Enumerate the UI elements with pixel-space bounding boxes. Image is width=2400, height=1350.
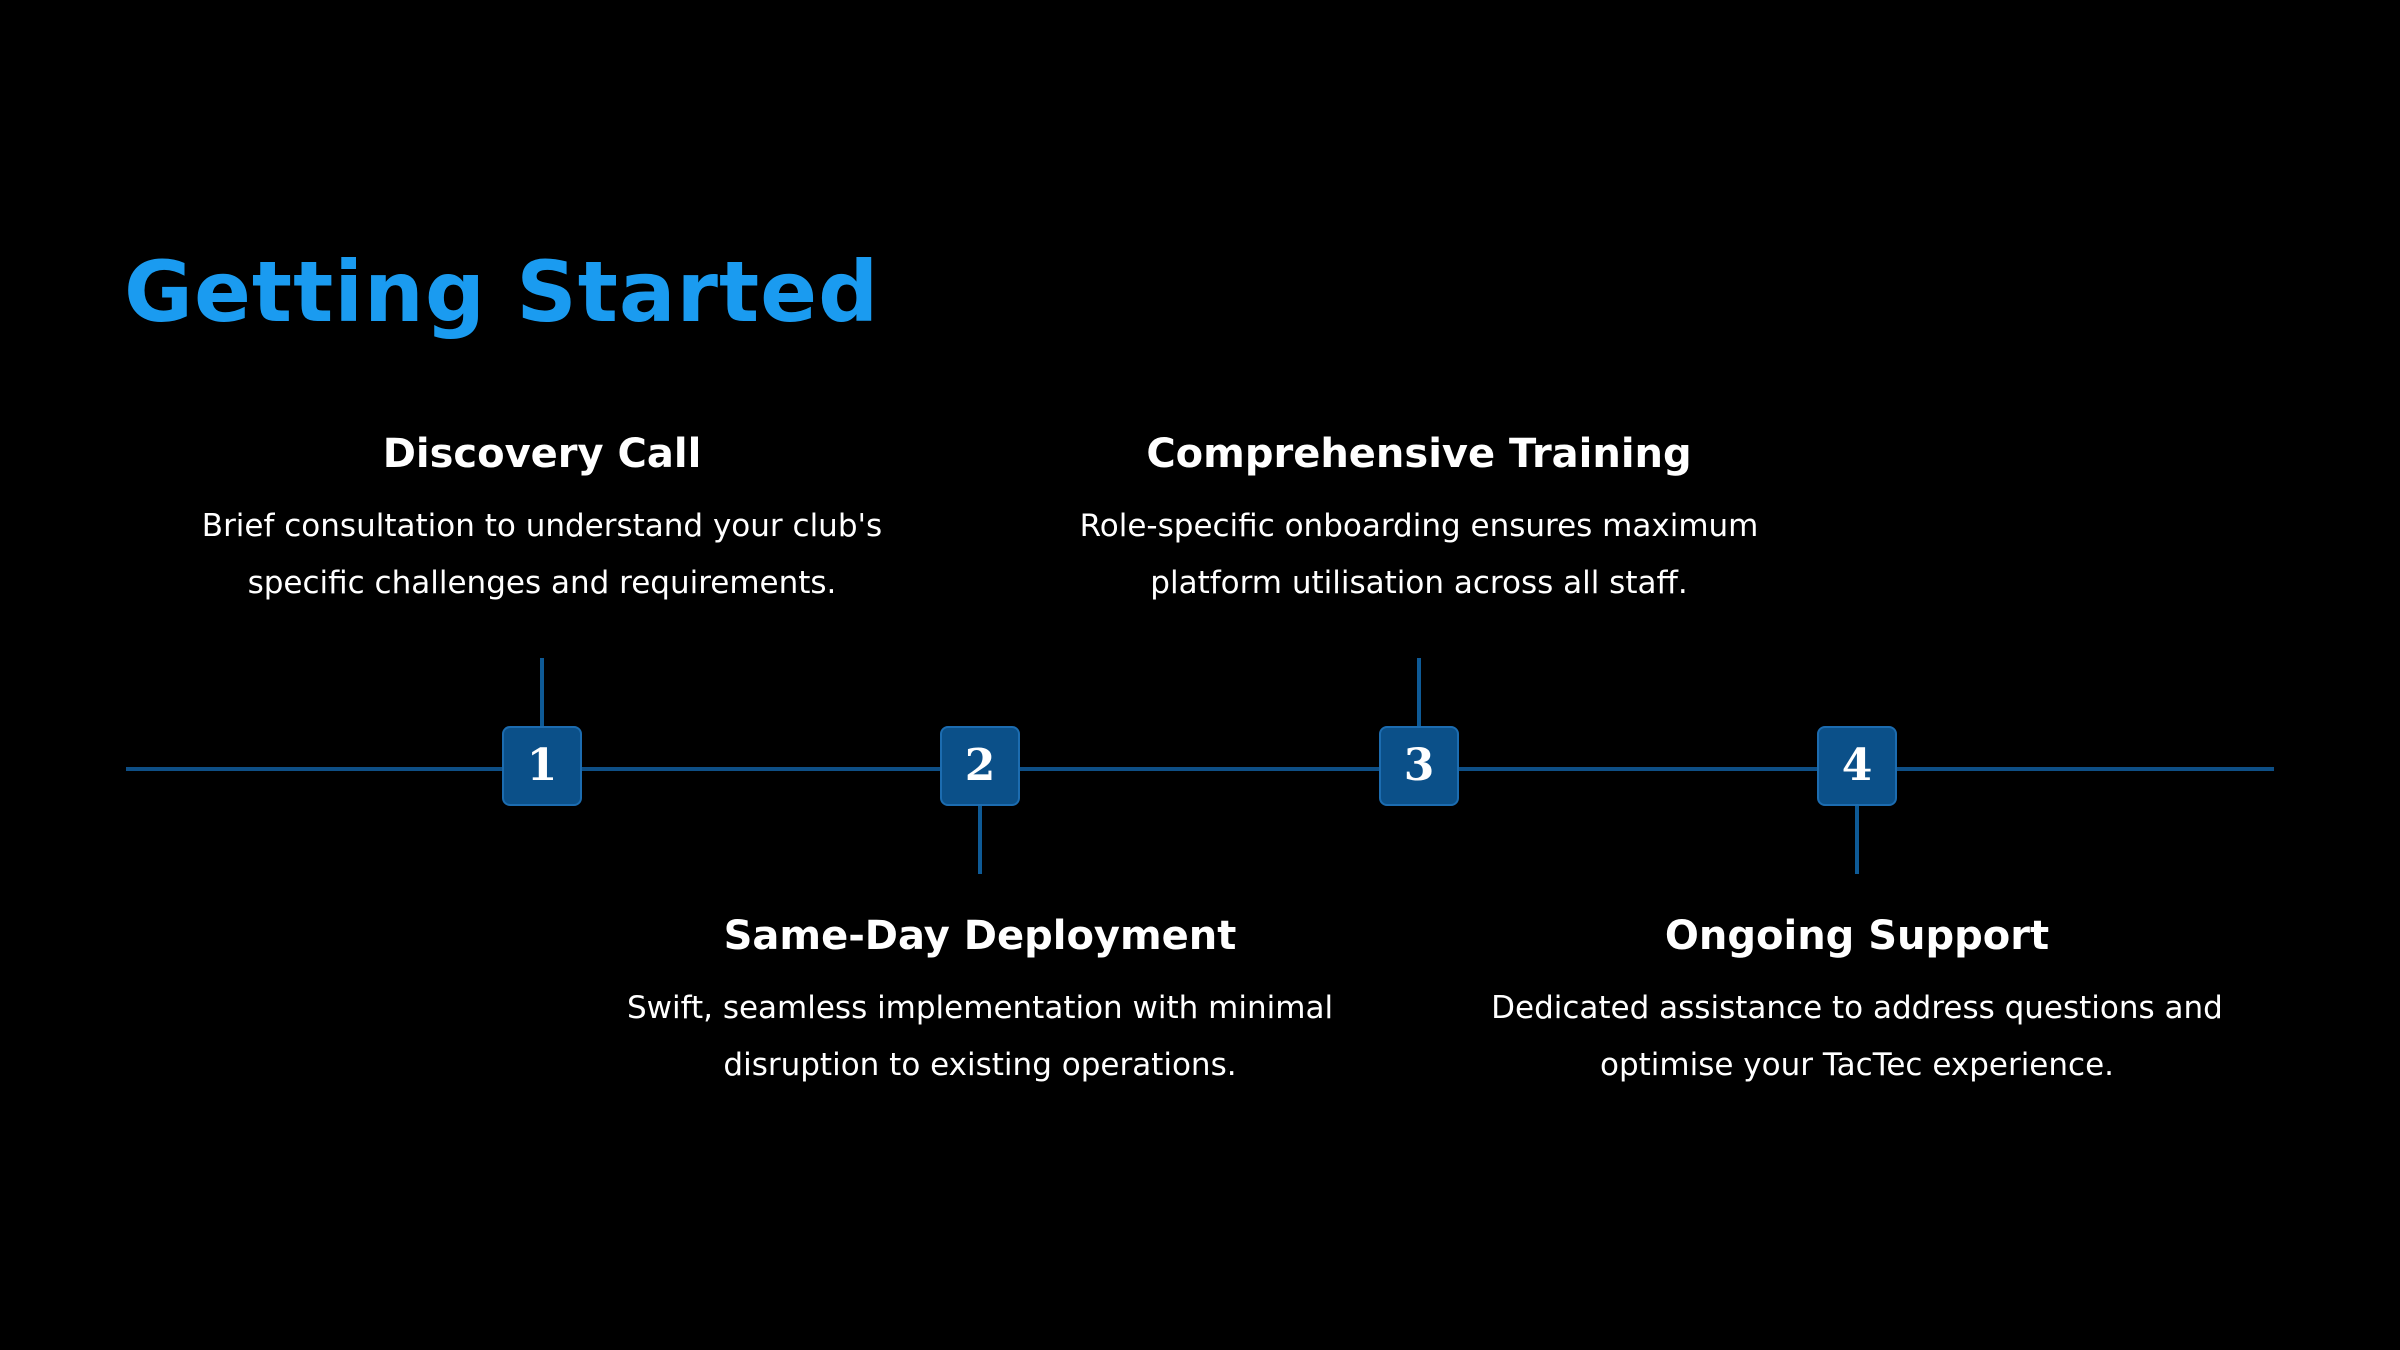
step-4-text: Ongoing Support Dedicated assistance to … xyxy=(1467,902,2247,1094)
step-2-description-line-1: Swift, seamless implementation with mini… xyxy=(626,990,1334,1026)
step-3-connector xyxy=(1417,658,1421,726)
step-2-description: Swift, seamless implementation with mini… xyxy=(590,980,1370,1094)
step-4-description: Dedicated assistance to address question… xyxy=(1467,980,2247,1094)
page-title: Getting Started xyxy=(124,243,880,341)
step-4-marker: 4 xyxy=(1817,726,1897,806)
step-4-description-line-2: optimise your TacTec experience. xyxy=(1599,1047,2114,1083)
step-4-description-line-1: Dedicated assistance to address question… xyxy=(1491,990,2223,1026)
step-2-description-line-2: disruption to existing operations. xyxy=(723,1047,1237,1083)
step-4-title: Ongoing Support xyxy=(1664,913,2050,959)
timeline-line xyxy=(126,767,2274,771)
step-2-title: Same-Day Deployment xyxy=(723,913,1237,959)
step-1-title: Discovery Call xyxy=(382,431,702,477)
step-3-description: Role-specific onboarding ensures maximum… xyxy=(1029,498,1809,612)
step-1-description-line-2: specific challenges and requirements. xyxy=(247,565,837,601)
step-3-description-line-1: Role-specific onboarding ensures maximum xyxy=(1079,508,1759,544)
step-2-text: Same-Day Deployment Swift, seamless impl… xyxy=(590,902,1370,1094)
step-1-text: Discovery Call Brief consultation to und… xyxy=(152,420,932,612)
step-3-title: Comprehensive Training xyxy=(1146,431,1692,477)
step-3-description-line-2: platform utilisation across all staff. xyxy=(1150,565,1688,601)
step-1-marker: 1 xyxy=(502,726,582,806)
step-1-connector xyxy=(540,658,544,726)
step-1-description: Brief consultation to understand your cl… xyxy=(152,498,932,612)
step-2-connector xyxy=(978,806,982,874)
step-3-text: Comprehensive Training Role-specific onb… xyxy=(1029,420,1809,612)
step-3-marker: 3 xyxy=(1379,726,1459,806)
step-4-connector xyxy=(1855,806,1859,874)
step-2-marker: 2 xyxy=(940,726,1020,806)
step-1-description-line-1: Brief consultation to understand your cl… xyxy=(201,508,883,544)
